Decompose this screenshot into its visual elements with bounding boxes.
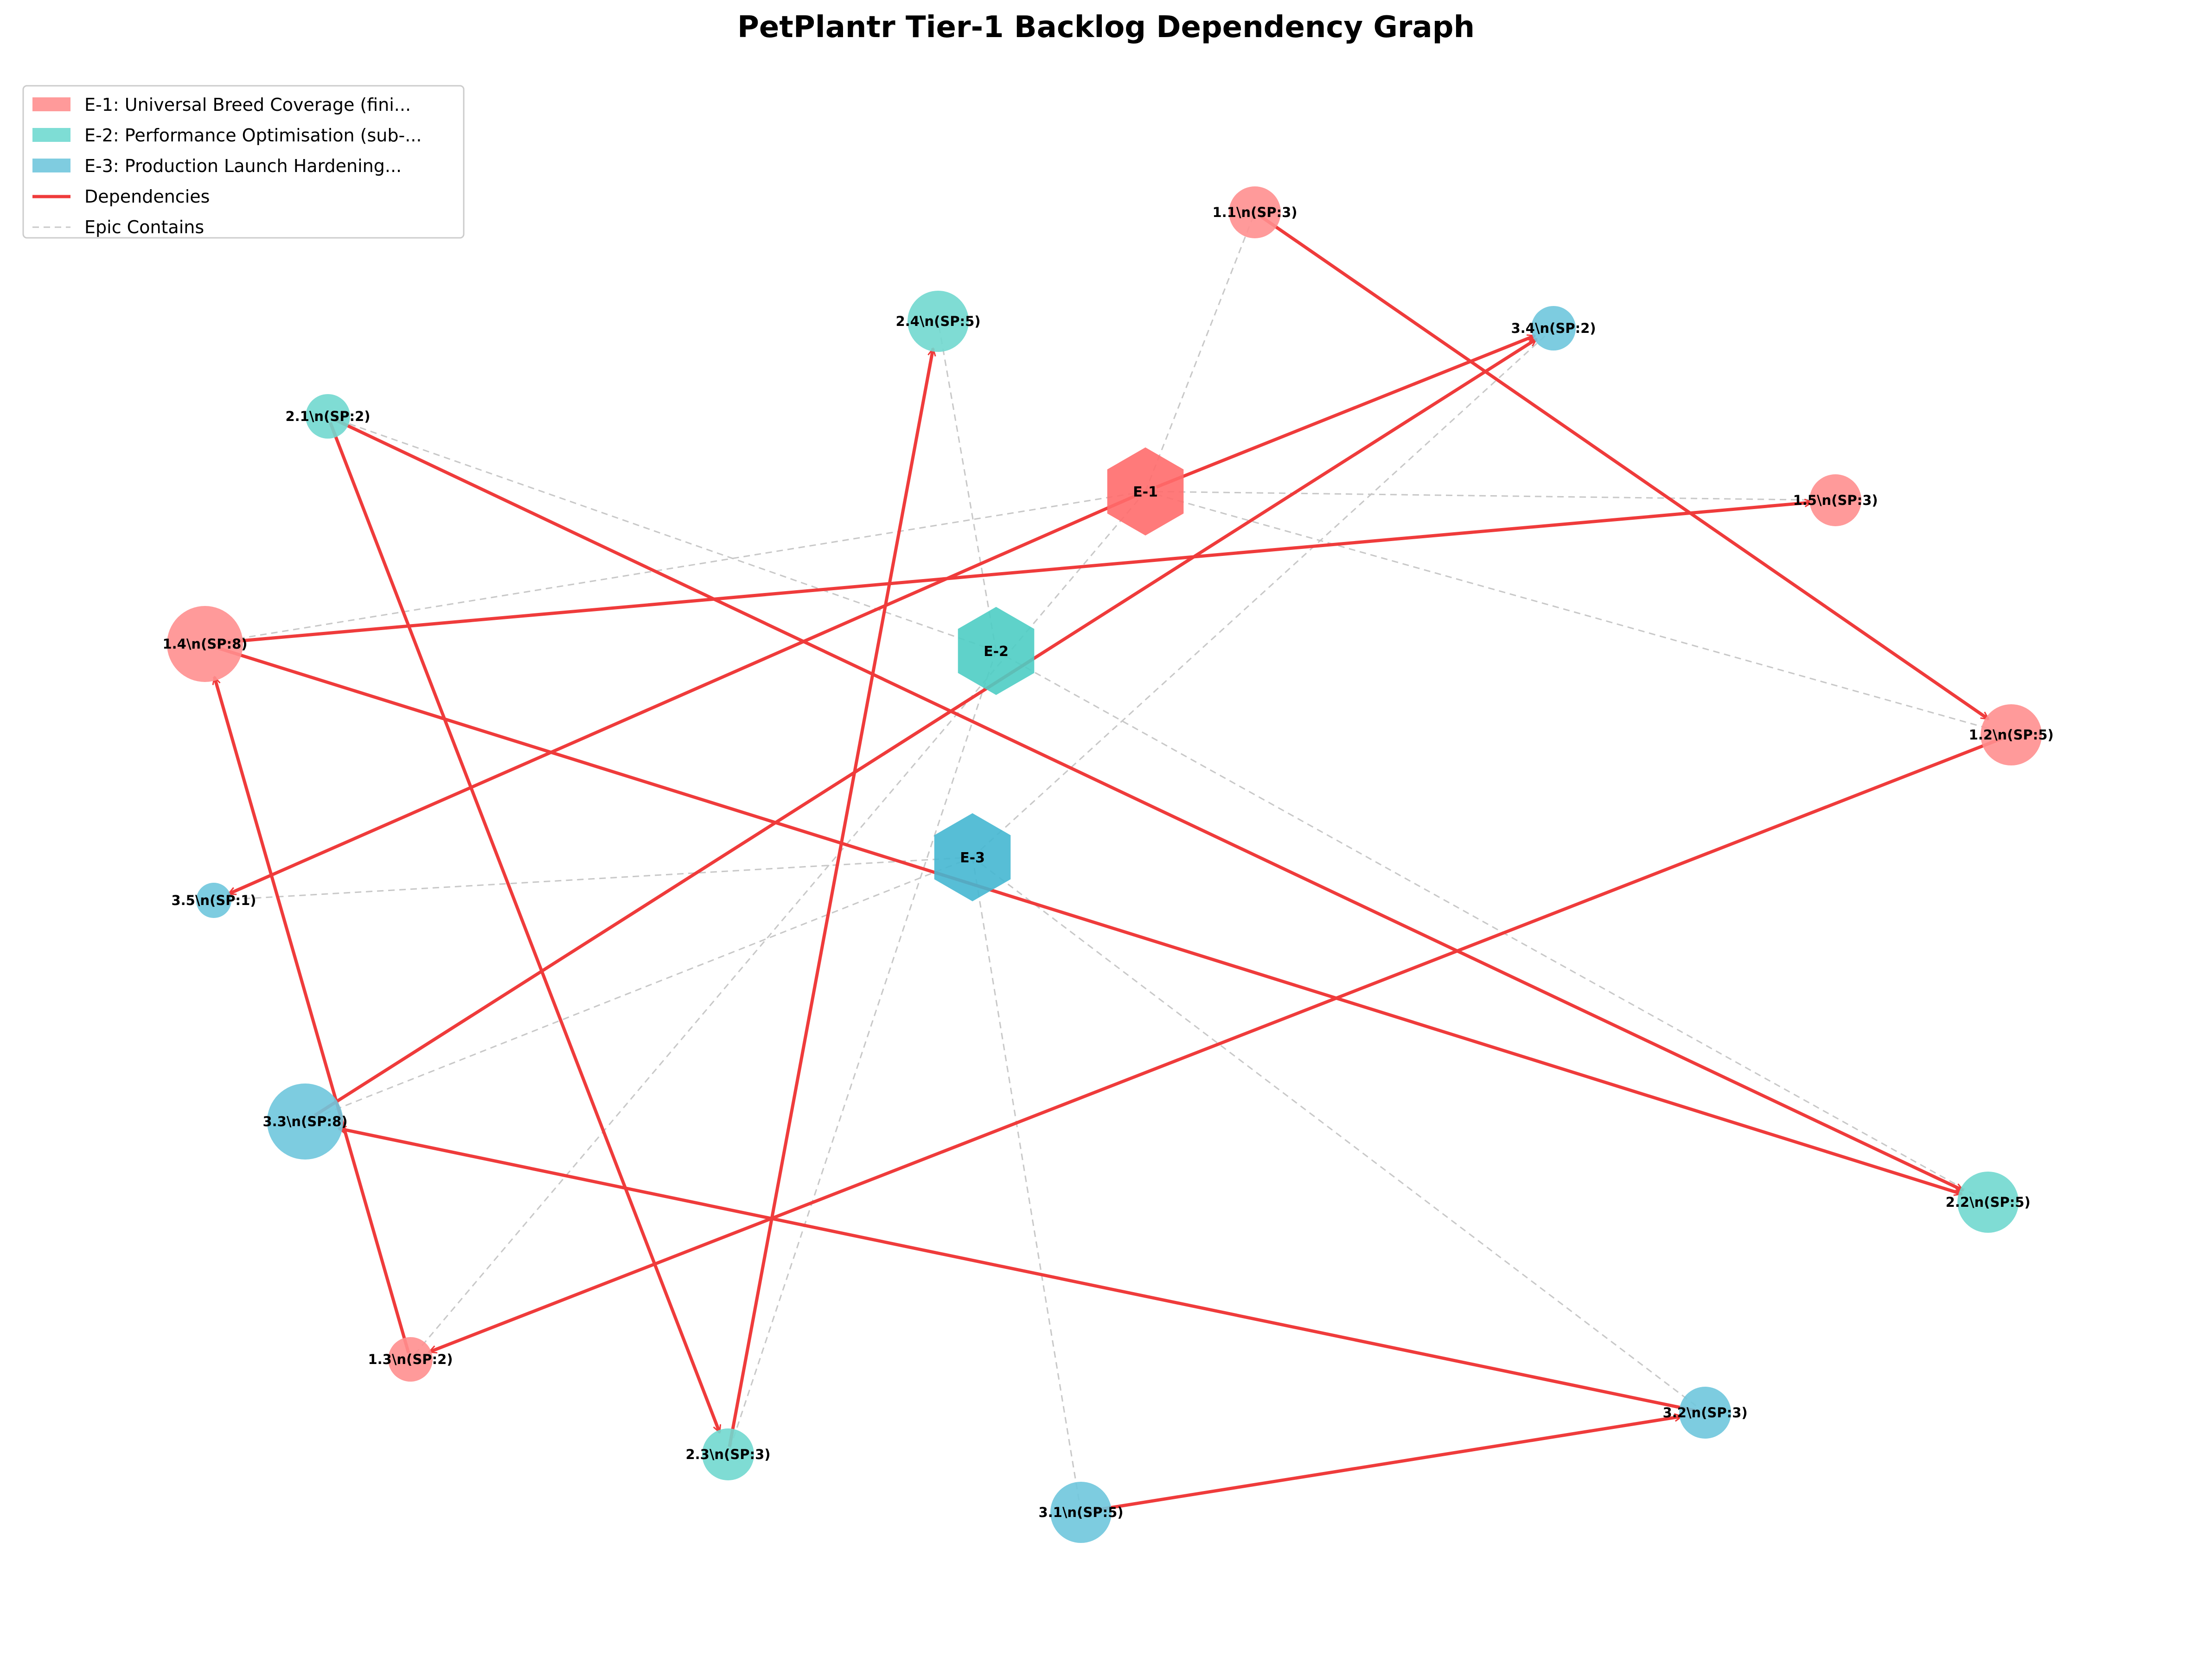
dependency-edge-1.4-2.2 [215,646,1962,1194]
story-label-3.4: 3.4\n(SP:2) [1511,320,1596,336]
legend-frame [22,85,465,239]
story-label-2.2: 2.2\n(SP:5) [1945,1194,2030,1210]
contains-edge-E-1-1.1 [1144,212,1256,492]
dependency-edge-E-1-3.5 [228,495,1135,896]
legend-swatch-3 [32,159,70,172]
story-node-1.3[interactable] [388,1337,433,1382]
dependency-edge-2.3-2.4 [728,348,933,1447]
contains-edge-E-3-3.1 [972,857,1082,1513]
story-node-3.4[interactable] [1531,306,1576,351]
contains-edge-E-2-2.2 [996,650,1988,1203]
story-label-2.4: 2.4\n(SP:5) [895,313,980,329]
contains-edge-E-1-1.5 [1145,491,1836,501]
story-node-2.3[interactable] [702,1428,754,1480]
story-label-1.3: 1.3\n(SP:2) [368,1351,453,1367]
node-labels: E-1E-2E-3 1.1\n(SP:3) 1.2\n(SP:5) 1.3\n(SP:… [162,204,2053,1520]
epic-label-E-3: E-3 [960,850,985,866]
story-label-1.5: 1.5\n(SP:3) [1793,492,1878,508]
story-label-3.3: 3.3\n(SP:8) [262,1114,347,1129]
dependency-edge-1.4-1.5 [216,502,1812,645]
dependency-edge-1.2-1.3 [429,736,2003,1354]
story-node-1.5[interactable] [1809,474,1861,526]
story-node-3.1[interactable] [1050,1482,1112,1543]
contains-edge-E-3-3.2 [972,856,1706,1414]
contains-edge-E-3-3.3 [305,856,973,1122]
story-label-1.2: 1.2\n(SP:5) [1969,727,2053,743]
story-node-2.4[interactable] [908,291,969,352]
legend-label-1: E-1: Universal Breed Coverage (fini... [84,95,411,115]
contains-edge-E-2-2.1 [327,415,997,652]
dependency-edge-3.3-3.4 [313,338,1537,1117]
contains-edge-E-2-2.4 [937,321,997,651]
legend-swatch-1 [32,97,70,111]
contains-edge-E-3-3.5 [213,856,973,901]
story-label-2.3: 2.3\n(SP:3) [685,1447,770,1462]
story-node-3.3[interactable] [267,1083,343,1160]
dependency-edge-3.1-3.2 [1090,1416,1682,1513]
story-label-2.1: 2.1\n(SP:2) [285,408,370,424]
epic-label-E-2: E-2 [984,644,1009,660]
story-label-3.2: 3.2\n(SP:3) [1662,1405,1747,1421]
epic-node-E-1[interactable] [1107,447,1184,535]
epic-contains-edges [205,212,2012,1513]
story-node-2.1[interactable] [306,394,350,439]
story-label-1.4: 1.4\n(SP:8) [162,636,247,652]
contains-edge-E-1-1.2 [1145,491,2012,736]
story-label-3.1: 3.1\n(SP:5) [1038,1504,1123,1520]
legend: E-1: Universal Breed Coverage (fini... E-… [22,85,465,239]
story-node-2.2[interactable] [1957,1172,2019,1233]
legend-label-3: E-3: Production Launch Hardening... [84,156,402,176]
contains-edge-E-1-1.4 [205,491,1146,645]
legend-label-2: E-2: Performance Optimisation (sub-... [84,125,422,146]
contains-edge-E-3-3.4 [972,327,1554,858]
story-node-1.2[interactable] [1981,704,2042,765]
dependency-edge-3.2-3.3 [339,1128,1698,1413]
dependency-edge-1.1-1.2 [1260,215,1988,721]
dependency-edges [214,215,2003,1513]
story-node-3.2[interactable] [1679,1387,1731,1439]
legend-swatch-2 [32,128,70,142]
dependency-edge-2.1-2.3 [328,422,722,1433]
legend-label-4: Dependencies [84,186,210,207]
dependency-edge-2.1-2.2 [333,417,1963,1192]
contains-edge-E-2-2.3 [727,650,997,1455]
story-node-1.4[interactable] [167,606,243,682]
chart-title: PetPlantr Tier-1 Backlog Dependency Grap… [737,10,1475,45]
dependency-edge-E-1-3.4 [1156,334,1535,489]
story-node-1.1[interactable] [1229,186,1281,238]
dependency-edge-1.3-1.4 [214,677,410,1354]
story-label-1.1: 1.1\n(SP:3) [1212,204,1297,220]
nodes [167,186,2042,1543]
story-node-3.5[interactable] [196,883,231,918]
story-label-3.5: 3.5\n(SP:1) [171,892,256,908]
epic-node-E-3[interactable] [934,813,1011,901]
epic-node-E-2[interactable] [958,607,1035,695]
contains-edge-E-1-1.3 [409,491,1146,1360]
legend-label-5: Epic Contains [84,217,204,237]
epic-label-E-1: E-1 [1133,484,1158,500]
